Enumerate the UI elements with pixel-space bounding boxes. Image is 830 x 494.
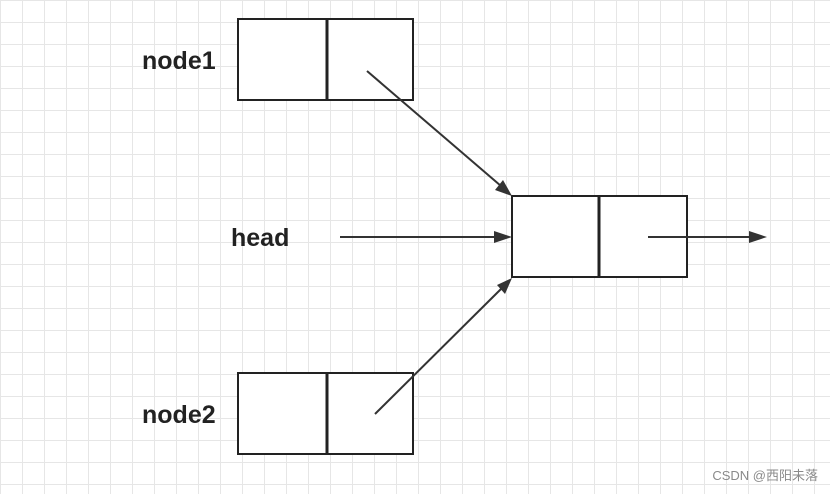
watermark-text: CSDN @西阳未落 [712, 468, 818, 483]
head-label: head [231, 224, 289, 252]
head-node-next-arrow [648, 231, 767, 243]
node1-label: node1 [142, 47, 216, 75]
head-pointer-arrow [340, 231, 512, 243]
node1-next-arrow [366, 70, 512, 196]
node2-next-arrow [374, 278, 512, 415]
node2-box [237, 372, 414, 455]
node1-box [237, 18, 414, 101]
node2-label: node2 [142, 401, 216, 429]
